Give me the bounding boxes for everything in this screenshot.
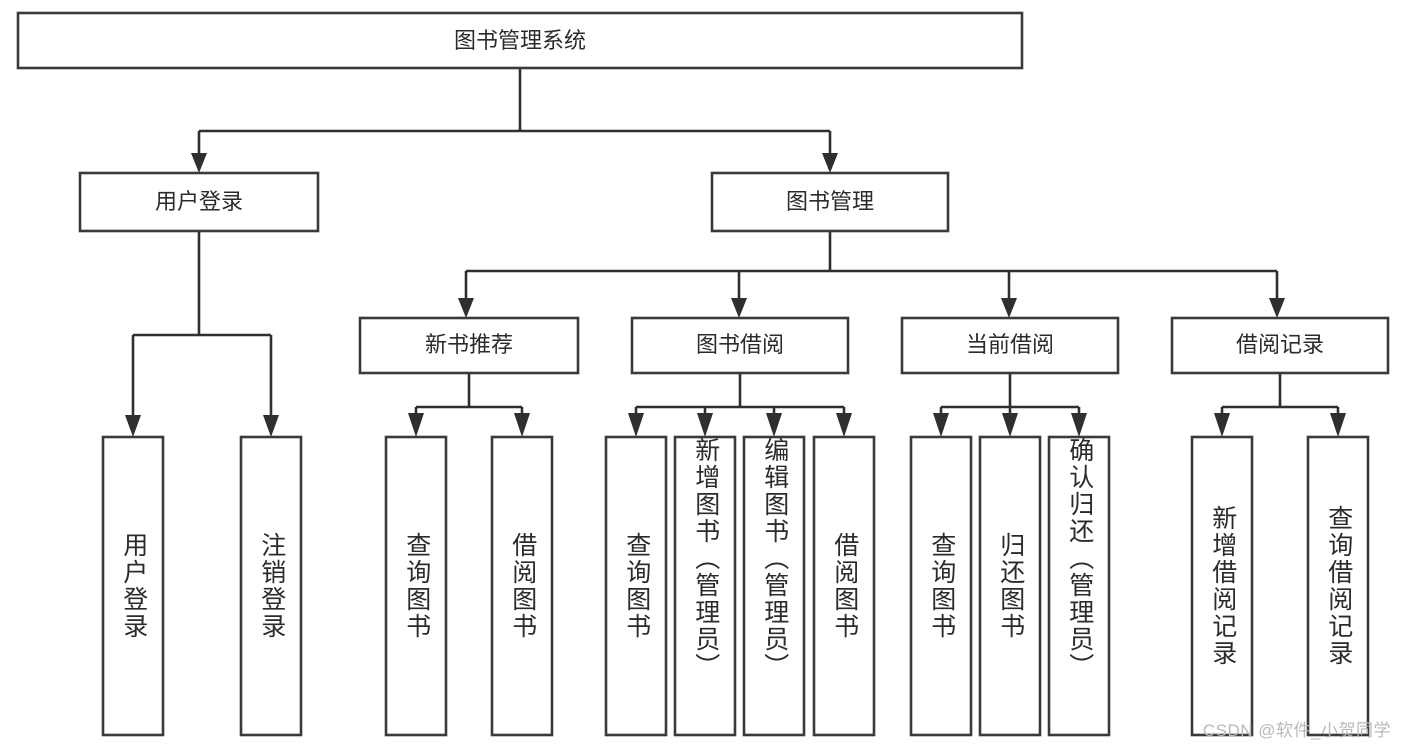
arrow-head-current-borrow	[1001, 298, 1017, 318]
arrow-head-leaf-query-book-2	[628, 413, 644, 437]
leaf-box-borrow-book-2[interactable]	[812, 435, 876, 737]
arrow-head-leaf-edit-book	[766, 413, 782, 437]
node-user-login-label: 用户登录	[155, 189, 243, 214]
arrow-head-book-borrow	[731, 298, 747, 318]
arrow-head-borrow-record	[1269, 298, 1285, 318]
arrow-head-leaf-confirm-return	[1071, 413, 1087, 437]
leaf-box-return-book[interactable]	[978, 435, 1042, 737]
arrow-head-leaf-return-book	[1002, 413, 1018, 437]
arrow-head-new-book-recommend	[458, 298, 474, 318]
node-book-borrow-label: 图书借阅	[696, 332, 784, 357]
arrow-head-leaf-query-book-1	[408, 413, 424, 437]
leaf-box-add-record[interactable]	[1190, 435, 1254, 737]
node-root-label: 图书管理系统	[454, 28, 586, 53]
watermark-text: CSDN @软件_小贺同学	[1202, 721, 1391, 740]
arrow-head-leaf-add-record	[1214, 413, 1230, 437]
arrow-head-leaf-borrow-book-1	[514, 413, 530, 437]
arrow-head-leaf-add-book	[697, 413, 713, 437]
node-book-borrow-box[interactable]	[630, 316, 850, 375]
node-root[interactable]: 图书管理系统	[16, 11, 1024, 70]
leaf-box-add-book[interactable]	[673, 435, 737, 737]
leaf-box-query-record[interactable]	[1306, 435, 1370, 737]
arrow-head-leaf-user-logout	[263, 415, 279, 437]
node-borrow-record-box[interactable]	[1170, 316, 1390, 375]
node-current-borrow-box[interactable]	[900, 316, 1120, 375]
leaf-box-query-book-3[interactable]	[909, 435, 973, 737]
connector-layer	[125, 68, 1346, 437]
node-book-management-label: 图书管理	[786, 189, 874, 214]
node-borrow-record[interactable]: 借阅记录	[1170, 316, 1390, 375]
node-current-borrow-label: 当前借阅	[966, 332, 1054, 357]
arrow-head-book-management	[822, 153, 838, 173]
arrow-head-leaf-borrow-book-2	[836, 413, 852, 437]
node-user-login-box[interactable]	[78, 171, 320, 233]
node-new-book-recommend-label: 新书推荐	[425, 332, 513, 357]
leaf-box-query-book-2[interactable]	[604, 435, 668, 737]
node-root-box[interactable]	[16, 11, 1024, 70]
leaf-box-user-login[interactable]	[101, 435, 165, 737]
leaf-box-borrow-book-1[interactable]	[490, 435, 554, 737]
node-borrow-record-label: 借阅记录	[1236, 332, 1324, 357]
node-book-borrow[interactable]: 图书借阅	[630, 316, 850, 375]
arrow-head-user-login	[191, 153, 207, 173]
node-book-management[interactable]: 图书管理	[710, 171, 950, 233]
node-new-book-recommend-box[interactable]	[358, 316, 580, 375]
arrow-head-leaf-user-login	[125, 415, 141, 437]
leaf-box-edit-book[interactable]	[742, 435, 806, 737]
node-book-management-box[interactable]	[710, 171, 950, 233]
arrow-head-leaf-query-record	[1330, 413, 1346, 437]
node-current-borrow[interactable]: 当前借阅	[900, 316, 1120, 375]
leaf-box-query-book-1[interactable]	[384, 435, 448, 737]
leaf-box-layer	[101, 435, 1370, 737]
leaf-box-confirm-return[interactable]	[1047, 435, 1111, 737]
leaf-box-user-logout[interactable]	[239, 435, 303, 737]
node-user-login[interactable]: 用户登录	[78, 171, 320, 233]
node-new-book-recommend[interactable]: 新书推荐	[358, 316, 580, 375]
arrow-head-leaf-query-book-3	[933, 413, 949, 437]
